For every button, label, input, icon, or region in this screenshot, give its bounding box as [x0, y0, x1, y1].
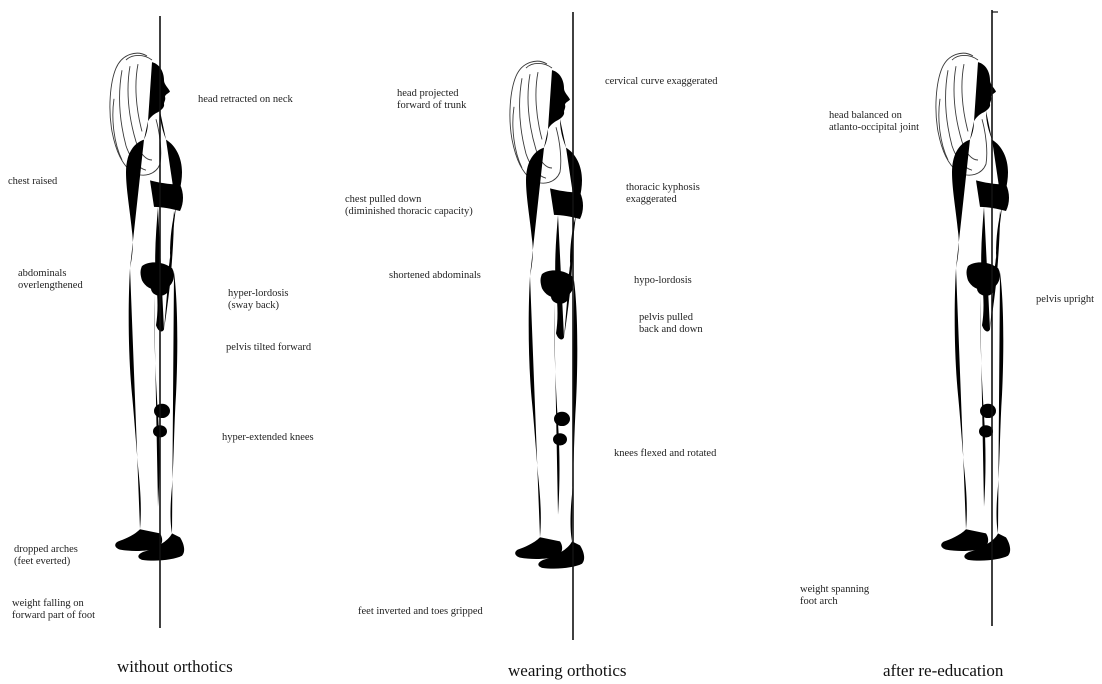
label-chest-raised: chest raised: [8, 176, 57, 188]
label-thoracic-kyphosis: thoracic kyphosis exaggerated: [626, 182, 700, 206]
label-weight-spanning: weight spanning foot arch: [800, 584, 869, 608]
label-abdominals-overlengthened: abdominals overlengthened: [18, 268, 83, 292]
figure-1-woman: [110, 53, 184, 560]
label-head-balanced: head balanced on atlanto-occipital joint: [829, 110, 919, 134]
label-dropped-arches: dropped arches (feet everted): [14, 544, 78, 568]
label-pelvis-pulled-back: pelvis pulled back and down: [639, 312, 703, 336]
figure-3-woman: [936, 53, 1010, 560]
label-hyper-lordosis: hyper-lordosis (sway back): [228, 288, 288, 312]
label-hyper-extended-knees: hyper-extended knees: [222, 432, 314, 444]
label-hypo-lordosis: hypo-lordosis: [634, 275, 692, 287]
label-weight-forward: weight falling on forward part of foot: [12, 598, 95, 622]
caption-without-orthotics: without orthotics: [117, 657, 233, 677]
label-feet-inverted: feet inverted and toes gripped: [358, 606, 483, 618]
label-chest-pulled-down: chest pulled down (diminished thoracic c…: [345, 194, 473, 218]
label-head-projected: head projected forward of trunk: [397, 88, 466, 112]
label-knees-flexed: knees flexed and rotated: [614, 448, 716, 460]
label-cervical-curve: cervical curve exaggerated: [605, 76, 718, 88]
label-head-retracted: head retracted on neck: [198, 94, 293, 106]
caption-wearing-orthotics: wearing orthotics: [508, 661, 627, 681]
label-pelvis-tilted: pelvis tilted forward: [226, 342, 311, 354]
label-pelvis-upright: pelvis upright: [1036, 294, 1094, 306]
caption-after-re-education: after re-education: [883, 661, 1003, 681]
label-shortened-abdominals: shortened abdominals: [389, 270, 481, 282]
